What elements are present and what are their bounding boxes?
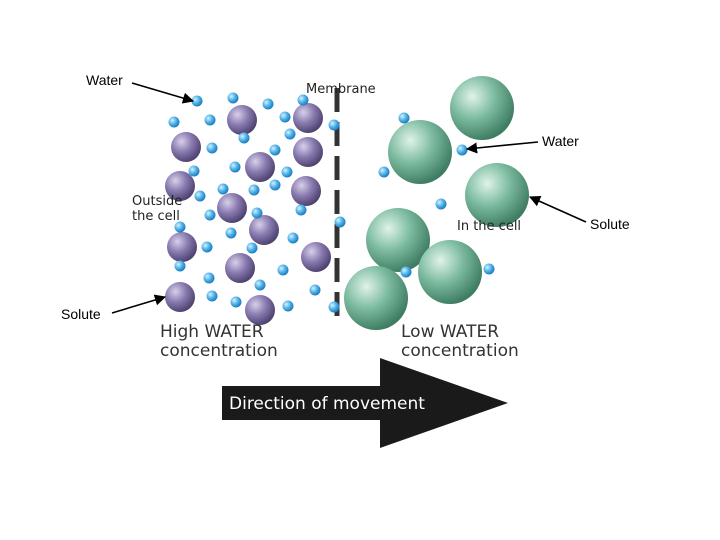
water-particle	[191, 95, 203, 107]
solute-particle	[245, 295, 275, 325]
water-particle	[284, 128, 296, 140]
water-particle	[328, 119, 340, 131]
water-particle	[279, 111, 291, 123]
water-particle	[246, 242, 258, 254]
water-particle	[435, 198, 447, 210]
water-particle	[297, 94, 309, 106]
solute-particle	[366, 208, 430, 272]
solute-particle	[227, 105, 257, 135]
water-particle	[483, 263, 495, 275]
water-particle	[398, 112, 410, 124]
water-left-label: Water	[86, 72, 123, 88]
solute-particle	[344, 266, 408, 330]
water-particle	[201, 241, 213, 253]
water-molecules	[168, 92, 495, 313]
solute-particle	[217, 193, 247, 223]
water-particle	[204, 209, 216, 221]
solute-left-label: Solute	[61, 306, 101, 322]
water-particle	[328, 301, 340, 313]
water-right-pointer	[465, 141, 539, 154]
solute-particle	[171, 132, 201, 162]
solute-particle	[301, 242, 331, 272]
solute-particle	[249, 215, 279, 245]
solute-left-pointer	[111, 294, 167, 314]
water-particle	[309, 284, 321, 296]
water-particle	[217, 183, 229, 195]
water-particle	[194, 190, 206, 202]
solute-particle	[465, 163, 529, 227]
outside-solutes	[165, 103, 331, 325]
solute-particle	[167, 232, 197, 262]
solute-right-label: Solute	[590, 216, 630, 232]
inside-solutes	[344, 76, 529, 330]
water-particle	[334, 216, 346, 228]
water-particle	[400, 266, 412, 278]
water-right-label: Water	[542, 133, 579, 149]
water-particle	[203, 272, 215, 284]
solute-particle	[418, 240, 482, 304]
outside-cell-label-line2: the cell	[132, 209, 180, 224]
solute-particle	[291, 176, 321, 206]
water-particle	[204, 114, 216, 126]
outside-cell-label-line1: Outside	[132, 194, 182, 209]
membrane-label: Membrane	[306, 82, 376, 97]
solute-particle	[450, 76, 514, 140]
water-particle	[227, 92, 239, 104]
water-particle	[174, 260, 186, 272]
high-water-label-line2: concentration	[160, 341, 278, 361]
water-particle	[251, 207, 263, 219]
low-water-label-line1: Low WATER	[401, 322, 499, 342]
water-particle	[281, 166, 293, 178]
solute-particle	[245, 152, 275, 182]
water-particle	[378, 166, 390, 178]
direction-label: Direction of movement	[229, 394, 425, 414]
direction-arrow	[222, 358, 508, 448]
water-particle	[188, 165, 200, 177]
water-particle	[248, 184, 260, 196]
water-particle	[229, 161, 241, 173]
water-particle	[456, 144, 468, 156]
water-particle	[269, 144, 281, 156]
water-particle	[269, 179, 281, 191]
solute-particle	[293, 103, 323, 133]
water-particle	[238, 132, 250, 144]
solute-right-pointer	[528, 195, 587, 223]
water-particle	[287, 232, 299, 244]
solute-particle	[165, 171, 195, 201]
solute-particle	[225, 253, 255, 283]
water-particle	[225, 227, 237, 239]
water-particle	[262, 98, 274, 110]
water-particle	[206, 142, 218, 154]
water-particle	[282, 300, 294, 312]
water-particle	[230, 296, 242, 308]
water-left-pointer	[131, 82, 195, 104]
solute-particle	[388, 120, 452, 184]
in-the-cell-label: In the cell	[457, 219, 521, 234]
water-particle	[206, 290, 218, 302]
water-particle	[168, 116, 180, 128]
solute-particle	[165, 282, 195, 312]
water-particle	[254, 279, 266, 291]
high-water-label-line1: High WATER	[160, 322, 264, 342]
solute-particle	[293, 137, 323, 167]
low-water-label-line2: concentration	[401, 341, 519, 361]
water-particle	[174, 221, 186, 233]
water-particle	[295, 204, 307, 216]
water-particle	[277, 264, 289, 276]
